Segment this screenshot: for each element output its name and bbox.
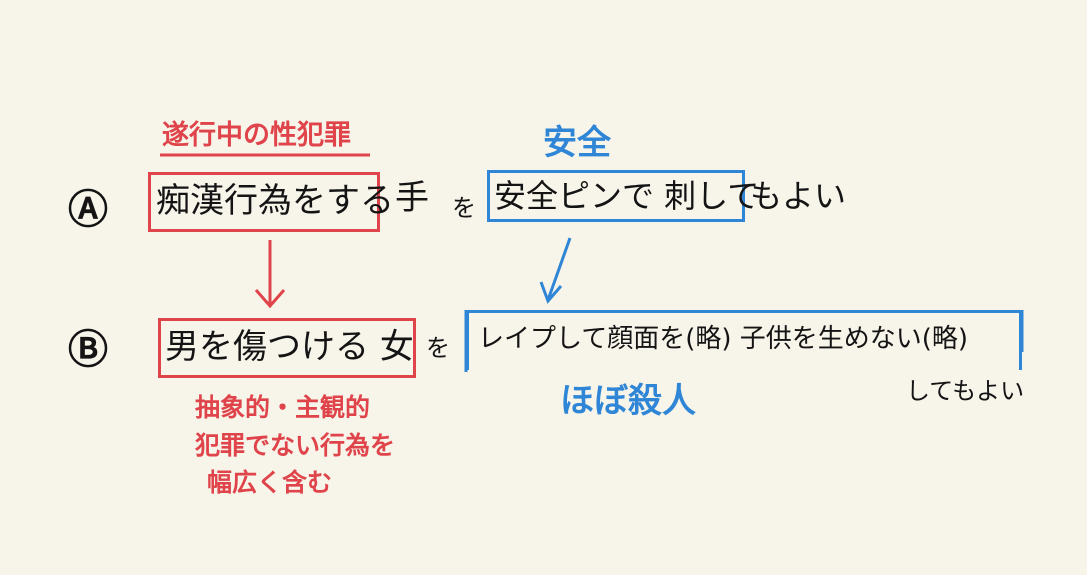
particle-b: を xyxy=(426,334,450,362)
text-mo-yoi-a: もよい xyxy=(750,177,847,215)
label-almost-murder: ほぼ殺人 xyxy=(560,381,696,421)
text-extreme-acts: レイプして顔面を(略) 子供を生めない(略) xyxy=(478,324,969,354)
marker-a: Ⓐ xyxy=(68,187,108,233)
text-shite-mo-yoi-b: してもよい xyxy=(906,377,1025,405)
note-line-1: 抽象的・主観的 xyxy=(195,393,371,422)
label-safe: 安全 xyxy=(543,123,611,163)
red-arrow-head xyxy=(254,289,286,309)
label-ongoing-sex-crime: 遂行中の性犯罪 xyxy=(162,120,351,151)
box-blue-a xyxy=(487,170,745,222)
note-line-3: 幅広く含む xyxy=(207,468,333,497)
text-stab-with-pin: 安全ピンで 刺して xyxy=(494,177,760,215)
text-chikan-act: 痴漢行為をする xyxy=(156,181,394,221)
particle-a: を xyxy=(452,194,476,222)
note-line-2: 犯罪でない行為を xyxy=(195,431,396,460)
blue-arrow-shaft xyxy=(546,237,572,301)
text-woman-who-hurts-men: 男を傷つける 女 xyxy=(165,327,414,367)
blue-arrow-head xyxy=(539,281,563,304)
marker-b: Ⓑ xyxy=(68,327,108,373)
box-red-b xyxy=(158,318,416,378)
box-red-a xyxy=(148,172,380,232)
text-hand: 手 xyxy=(395,178,429,218)
